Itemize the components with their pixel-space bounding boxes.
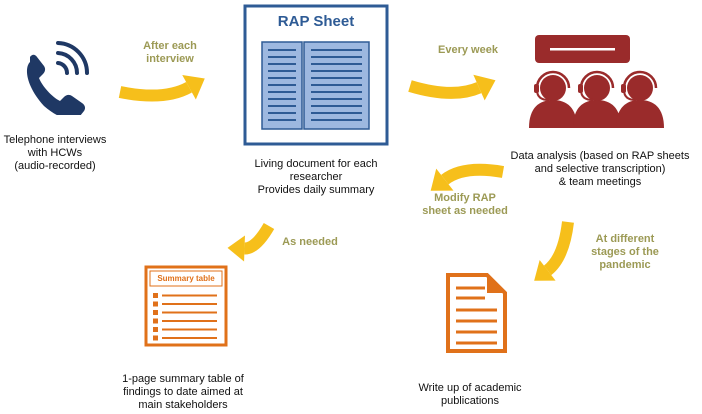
summary-table-caption-line: main stakeholders	[138, 399, 228, 411]
summary-table-title: Summary table	[157, 274, 215, 283]
summary-row-line	[162, 303, 217, 305]
arrow-after-interview-shaft	[118, 81, 192, 102]
rap-sheet-caption-line: Living document for each	[254, 158, 378, 170]
team-meeting-icon	[529, 35, 664, 128]
arrow-stages-head	[534, 260, 556, 281]
summary-row-line	[162, 337, 217, 339]
summary-bullet	[153, 293, 158, 298]
summary-table-caption-line: findings to date aimed at	[123, 386, 243, 398]
as-needed-label: As needed	[270, 236, 350, 249]
arrow-every-week-head	[473, 74, 496, 101]
person-with-headset	[529, 70, 577, 128]
summary-bullet	[153, 327, 158, 332]
publications-caption-line: Write up of academic	[418, 382, 522, 394]
arrow-after-interview-head	[182, 75, 205, 100]
summary-row-line	[162, 311, 217, 314]
data-analysis-caption-line: Data analysis (based on RAP sheets	[510, 150, 690, 162]
telephone-caption-line: Telephone interviews	[3, 134, 107, 146]
after-interview-label-line: interview	[146, 53, 194, 65]
data-analysis-caption: Data analysis (based on RAP sheets and s…	[500, 150, 700, 189]
publication-document-icon	[446, 273, 507, 353]
publications-caption: Write up of academic publications	[400, 382, 540, 408]
summary-bullet	[153, 301, 158, 307]
modify-label: Modify RAP sheet as needed	[400, 192, 530, 218]
summary-row-line	[162, 294, 217, 297]
telephone-caption: Telephone interviews with HCWs (audio-re…	[0, 134, 110, 173]
rap-sheet-caption-line: researcher	[289, 171, 343, 183]
summary-row-line	[162, 320, 217, 322]
telephone-caption-line: with HCWs	[27, 147, 83, 159]
after-interview-label-line: After each	[143, 40, 197, 52]
telephone-icon	[27, 41, 89, 115]
rap-sheet-caption: Living document for each researcher Prov…	[236, 158, 396, 197]
arrow-as-needed-head	[227, 235, 245, 262]
summary-bullet	[153, 335, 158, 341]
arrow-stages-shaft	[543, 221, 574, 276]
arrow-as-needed-shaft	[243, 222, 275, 255]
data-analysis-caption-line: & team meetings	[558, 176, 642, 188]
stages-label-line: stages of the	[591, 246, 659, 258]
rap-sheet-caption-line: Provides daily summary	[257, 184, 375, 196]
summary-table-icon	[144, 265, 228, 347]
stages-label-line: At different	[595, 233, 655, 245]
summary-bullet	[153, 310, 158, 315]
rap-sheet-title: RAP Sheet	[277, 13, 355, 30]
person-with-headset	[573, 70, 621, 128]
summary-row-line	[162, 328, 217, 331]
arrow-modify-shaft	[441, 163, 505, 185]
every-week-label-line: Every week	[438, 44, 498, 56]
person-with-headset	[616, 70, 664, 128]
stages-label-line: pandemic	[599, 259, 651, 271]
arrow-modify-head	[430, 168, 454, 191]
summary-table-caption-line: 1-page summary table of	[122, 373, 244, 385]
data-analysis-caption-line: and selective transcription)	[534, 163, 666, 175]
every-week-label: Every week	[418, 44, 518, 57]
summary-bullet	[153, 318, 158, 324]
publications-caption-line: publications	[440, 395, 500, 407]
after-interview-label: After each interview	[120, 40, 220, 66]
telephone-caption-line: (audio-recorded)	[14, 160, 96, 172]
modify-label-line: Modify RAP	[434, 192, 496, 204]
stages-label: At different stages of the pandemic	[580, 233, 670, 272]
as-needed-label-line: As needed	[282, 236, 338, 248]
document-icon	[243, 4, 389, 146]
modify-label-line: sheet as needed	[422, 205, 508, 217]
summary-table-caption: 1-page summary table of findings to date…	[108, 373, 258, 412]
arrow-every-week-shaft	[408, 80, 482, 99]
